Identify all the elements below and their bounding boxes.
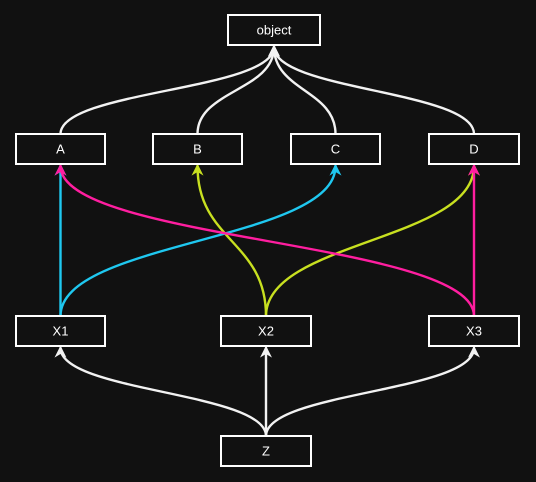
node-a-box [15,133,106,165]
node-x3-box [428,315,520,347]
node-object-label: object [257,23,292,38]
node-b-label: B [193,142,202,157]
node-c-box [290,133,381,165]
node-x3: X3 [428,315,520,347]
node-layer: object A B C D X1 X2 X3 [15,14,520,467]
node-x1-box [15,315,106,347]
node-d-label: D [469,142,478,157]
node-x2: X2 [220,315,312,347]
node-x2-box [220,315,312,347]
edge-c-to-object [268,44,337,136]
edge-x1-to-c [59,163,342,318]
node-a: A [15,133,106,165]
edge-z-to-x1 [54,345,268,438]
node-c-label: C [331,142,340,157]
edge-x2-to-d [264,163,480,318]
node-object-box [227,14,321,46]
node-a-label: A [56,142,65,157]
node-b: B [152,133,243,165]
node-z-box [220,435,312,467]
edge-layer [54,44,480,438]
node-object: object [227,14,321,46]
node-x3-label: X3 [466,324,482,339]
node-c: C [290,133,381,165]
node-z: Z [220,435,312,467]
node-d-box [428,133,520,165]
edge-d-to-object [268,44,476,136]
node-x1: X1 [15,315,106,347]
edge-x2-to-b [191,163,268,318]
node-d: D [428,133,520,165]
node-x1-label: X1 [53,324,69,339]
edge-b-to-object [196,44,280,136]
edge-z-to-x3 [264,345,480,438]
edge-a-to-object [59,44,280,136]
edge-x3-to-a [54,163,476,318]
node-x2-label: X2 [258,324,274,339]
node-b-box [152,133,243,165]
node-z-label: Z [262,444,270,459]
